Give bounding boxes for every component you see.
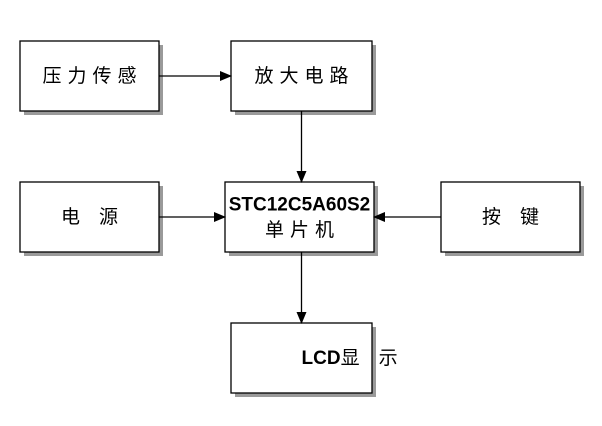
node-lcd-label-suffix: 显 示 — [341, 347, 398, 369]
node-mcu: STC12C5A60S2 单 片 机 — [224, 181, 378, 256]
node-mcu-label-line1: STC12C5A60S2 — [229, 195, 371, 216]
node-amplifier-label: 放 大 电 路 — [254, 65, 348, 87]
node-pressure-sensor: 压 力 传 感 — [19, 40, 163, 115]
node-lcd-label: LCD显 示 — [302, 347, 398, 369]
node-lcd: LCD显 示 — [230, 322, 398, 397]
node-power-label: 电 源 — [61, 206, 118, 228]
node-pressure-sensor-label: 压 力 传 感 — [42, 65, 136, 87]
node-mcu-label-line2: 单 片 机 — [265, 219, 334, 241]
node-keys: 按 键 — [440, 181, 584, 256]
node-amplifier: 放 大 电 路 — [230, 40, 376, 115]
node-power: 电 源 — [19, 181, 163, 256]
node-keys-label: 按 键 — [482, 206, 539, 228]
node-lcd-label-prefix: LCD — [302, 348, 341, 369]
